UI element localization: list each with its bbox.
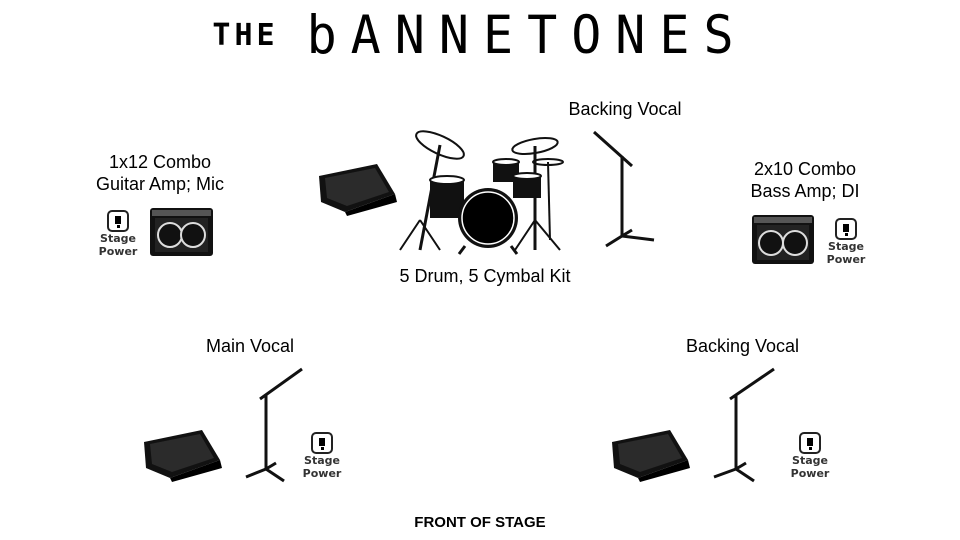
power-outlet-icon <box>107 210 129 232</box>
backing-vocal-stage-power: Stage Power <box>790 432 830 480</box>
power-label-line1: Stage <box>304 454 340 467</box>
power-label-line1: Stage <box>828 240 864 253</box>
main-vocal-mic-stand-icon <box>245 367 303 483</box>
guitar-amp-label-line2: Guitar Amp; Mic <box>95 174 225 194</box>
drum-monitor-wedge-icon <box>319 164 397 216</box>
main-vocal-label: Main Vocal <box>205 336 295 356</box>
bass-amp-label-line2: Bass Amp; DI <box>750 181 860 201</box>
front-of-stage-label: FRONT OF STAGE <box>414 514 546 531</box>
power-label-line1: Stage <box>100 232 136 245</box>
bass-combo-amp-icon <box>752 215 814 264</box>
bass-amp-label: 2x10 Combo Bass Amp; DI <box>730 158 880 202</box>
band-title-prefix: THE <box>212 17 279 53</box>
power-label-line2: Power <box>302 467 342 480</box>
power-outlet-icon <box>835 218 857 240</box>
backing-vocal-upper-label: Backing Vocal <box>568 99 682 119</box>
power-label-line2: Power <box>826 253 866 266</box>
power-label-line1: Stage <box>792 454 828 467</box>
guitar-amp-label: 1x12 Combo Guitar Amp; Mic <box>80 151 240 195</box>
guitar-amp-label-line1: 1x12 Combo <box>108 152 212 172</box>
band-title: THE bANNETONES <box>0 0 960 70</box>
power-label-line2: Power <box>98 245 138 258</box>
backing-vocal-monitor-wedge-icon <box>612 430 690 482</box>
bass-stage-power: Stage Power <box>826 218 866 266</box>
guitar-stage-power: Stage Power <box>98 210 138 258</box>
bass-amp-label-line1: 2x10 Combo <box>753 159 857 179</box>
power-outlet-icon <box>311 432 333 454</box>
band-title-main: bANNETONES <box>306 4 748 66</box>
drum-kit-label: 5 Drum, 5 Cymbal Kit <box>399 266 571 286</box>
guitar-combo-amp-icon <box>150 208 213 256</box>
backing-vocal-lower-label: Backing Vocal <box>685 336 800 356</box>
power-outlet-icon <box>799 432 821 454</box>
drum-kit-icon <box>399 130 564 255</box>
main-vocal-stage-power: Stage Power <box>302 432 342 480</box>
backing-vocal-lower-mic-stand-icon <box>713 367 775 483</box>
main-vocal-monitor-wedge-icon <box>144 430 222 482</box>
backing-vocal-upper-mic-stand-icon <box>592 130 655 248</box>
power-label-line2: Power <box>790 467 830 480</box>
